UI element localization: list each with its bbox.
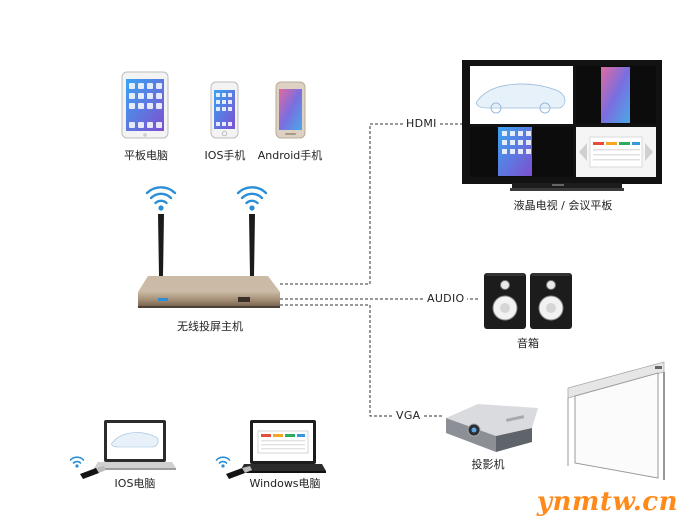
wifi-icon (145, 186, 177, 211)
wifi-dongle-icon (69, 456, 106, 479)
windows-laptop-icon (240, 420, 326, 473)
tv-label: 液晶电视 / 会议平板 (513, 199, 613, 212)
iphone-icon (210, 81, 239, 139)
vga-line (280, 304, 442, 417)
hdmi-label: HDMI (403, 117, 440, 130)
speakers-icon (484, 273, 572, 329)
vga-label: VGA (393, 409, 424, 422)
ios-laptop-icon (94, 420, 176, 470)
ios-phone-label: IOS手机 (204, 149, 246, 162)
speakers-label: 音箱 (517, 337, 539, 350)
host-icon (138, 186, 280, 308)
tablet-label: 平板电脑 (124, 149, 168, 162)
wifi-icon (236, 186, 268, 211)
android-phone-label: Android手机 (257, 149, 323, 162)
projection-screen-icon (567, 361, 665, 480)
tv-icon (462, 60, 662, 191)
windows-laptop-label: Windows电脑 (249, 477, 321, 490)
tablet-icon (121, 71, 169, 139)
ios-laptop-label: IOS电脑 (114, 477, 156, 490)
projector-icon (446, 404, 538, 452)
audio-label: AUDIO (424, 292, 468, 305)
watermark: ynmtw.cn (536, 487, 678, 517)
connection-lines (280, 123, 478, 417)
host-label: 无线投屏主机 (177, 320, 243, 333)
wifi-dongle-icon (215, 456, 252, 479)
projector-label: 投影机 (471, 458, 505, 471)
android-phone-icon (275, 81, 306, 139)
